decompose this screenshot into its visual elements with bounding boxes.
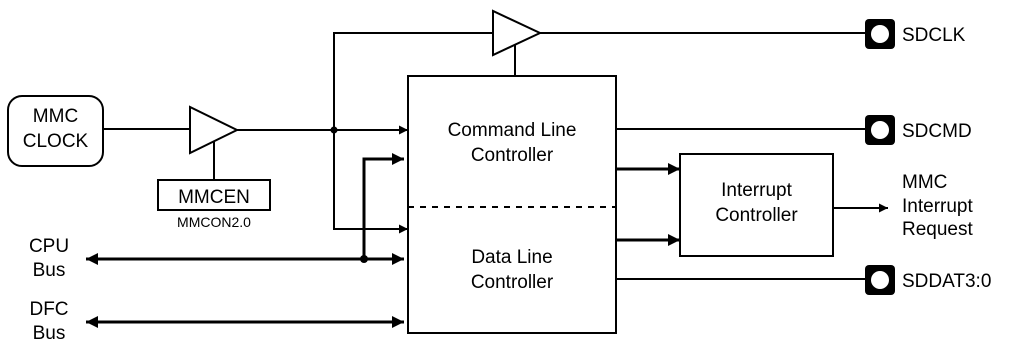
dfc-bus-label-2: Bus — [33, 323, 66, 339]
command-line-controller-label-1: Command Line — [448, 120, 577, 141]
sdclk-pin — [865, 19, 895, 49]
cpu-bus-to-command-arrow — [362, 153, 404, 259]
sdcmd-pin — [865, 115, 895, 145]
interrupt-request-label-1: MMC — [902, 172, 947, 193]
sdcmd-label: SDCMD — [902, 121, 972, 142]
clock-enable-buffer — [189, 105, 240, 155]
sddat-pin — [865, 265, 895, 295]
controller-block: Command Line Controller Data Line Contro… — [407, 75, 617, 334]
sdclk-buffer — [492, 9, 543, 57]
interrupt-request-label-2: Interrupt — [902, 196, 973, 217]
mmc-clock-block: MMC CLOCK — [7, 95, 104, 167]
sdclk-label: SDCLK — [902, 25, 966, 46]
interrupt-controller-label-2: Controller — [715, 205, 798, 226]
mmc-clock-label-2: CLOCK — [23, 131, 89, 152]
mmcen-register: MMCEN — [157, 179, 271, 211]
interrupt-controller-block: Interrupt Controller — [679, 153, 834, 257]
cpu-bus-label-2: Bus — [33, 260, 66, 281]
dfc-bus-label-1: DFC — [29, 299, 68, 320]
command-line-controller-label-2: Controller — [471, 145, 554, 166]
interrupt-request-label-3: Request — [902, 219, 973, 240]
clock-to-data-arrow — [333, 130, 408, 234]
clock-to-sdclk-wire — [333, 32, 493, 130]
sddat-label: SDDAT3:0 — [902, 271, 991, 292]
mmcon-label: MMCON2.0 — [177, 214, 251, 230]
mmc-clock-label-1: MMC — [33, 106, 78, 127]
interrupt-controller-label-1: Interrupt — [721, 180, 792, 201]
cpu-bus-label-1: CPU — [29, 236, 69, 257]
data-line-controller-label-1: Data Line — [471, 247, 552, 268]
data-line-controller-label-2: Controller — [471, 272, 554, 293]
mmcen-label: MMCEN — [178, 187, 250, 208]
